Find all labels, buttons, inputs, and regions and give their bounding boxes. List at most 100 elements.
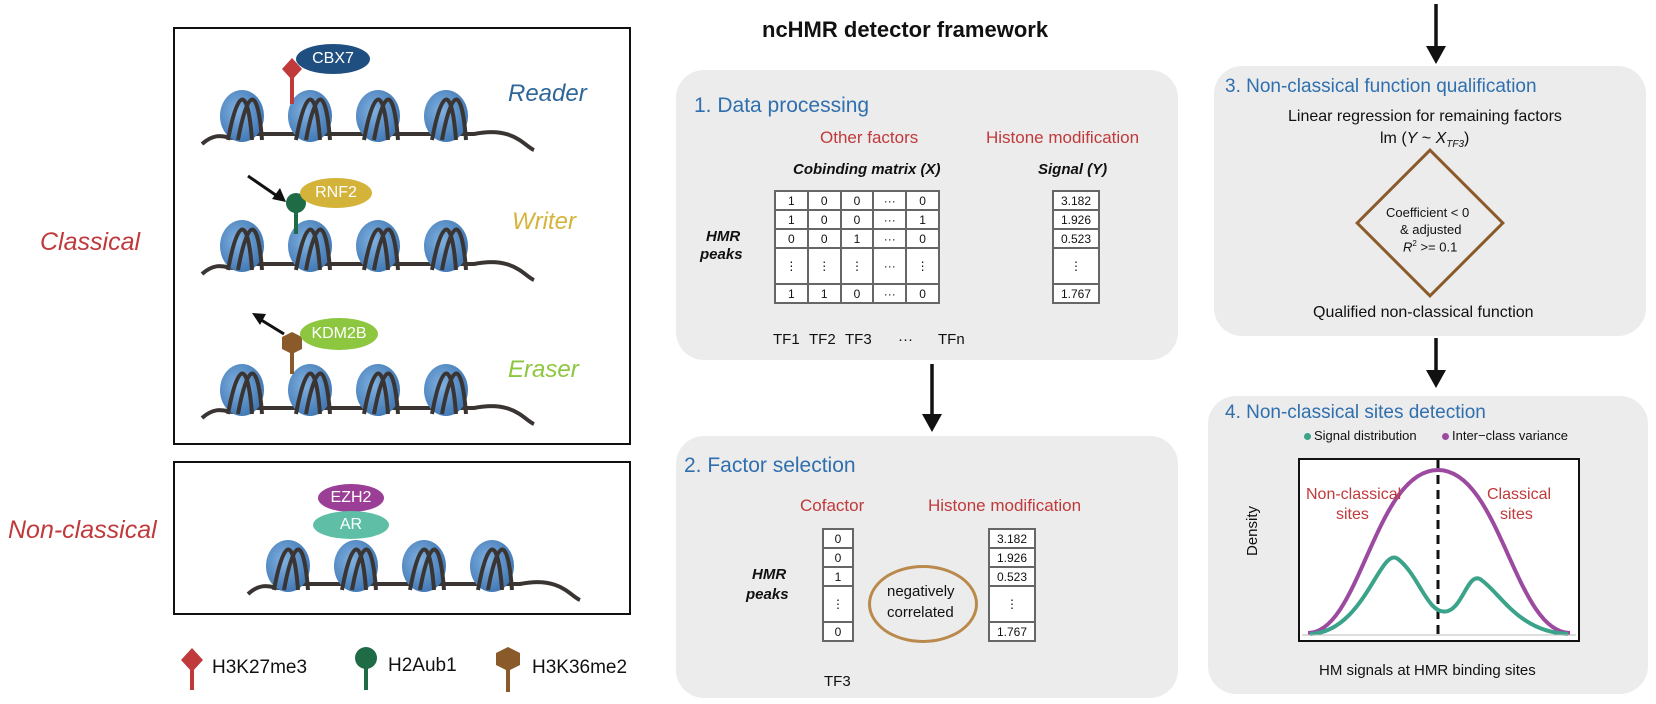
classical-label: Classical (40, 228, 141, 256)
matrix-cell: 1 (806, 283, 842, 304)
matrix-row: 1 (822, 566, 854, 587)
dna-wrap (430, 227, 468, 271)
diamond-line-2: & adjusted (1400, 222, 1462, 237)
matrix-cell: 0 (905, 190, 940, 211)
signal-distribution-legend-dot (1304, 433, 1311, 440)
matrix-row: 0.523 (988, 566, 1036, 587)
matrix-row: ⋮ (822, 585, 854, 623)
matrix-cell: 1 (822, 566, 854, 587)
negatively-correlated-ellipse (868, 565, 978, 643)
dna-wrap (226, 227, 264, 271)
formula-x: X (1435, 130, 1447, 147)
tf2-col-label: TF2 (809, 331, 836, 348)
dna-strand (200, 130, 535, 152)
matrix-row: 1.767 (988, 621, 1036, 642)
tf3-label: TF3 (824, 673, 851, 690)
writer-chromatin-fiber (200, 220, 535, 282)
rnf2-protein: RNF2 (300, 178, 372, 208)
legend-h3k27me3-label: H3K27me3 (212, 657, 308, 678)
dna-strand (200, 404, 535, 426)
matrix-row: ⋮ (1052, 247, 1100, 285)
inter-class-variance-legend-dot (1442, 433, 1449, 440)
legend-hexagon-marker-icon (496, 647, 520, 671)
matrix-cell: ··· (872, 190, 908, 211)
matrix-cell: 0 (839, 283, 875, 304)
inter-class-variance-curve (1307, 467, 1571, 635)
dna-wrap (362, 227, 400, 271)
classical-box (173, 27, 631, 445)
matrix-row: ⋮ (988, 585, 1036, 623)
tf3-col-label: TF3 (845, 331, 872, 348)
writer-arrow-line (247, 174, 281, 200)
matrix-row: 0 (822, 528, 854, 549)
signal-distribution-legend-label: Signal distribution (1314, 428, 1417, 443)
histone-modification-label-2: Histone modification (928, 496, 1082, 515)
h2aub1-mark-icon (286, 193, 306, 213)
kdm2b-protein: KDM2B (300, 318, 378, 350)
density-axis-label: Density (1244, 505, 1261, 556)
dna-wrap (272, 547, 310, 591)
arrow-1-to-2-head (922, 414, 942, 432)
eraser-label: Eraser (508, 356, 579, 383)
matrix-cell: 1.767 (988, 621, 1036, 642)
matrix-cell: 1 (905, 209, 940, 230)
nonclassical-sites-label-2: sites (1336, 506, 1369, 523)
dna-wrap (362, 97, 400, 141)
classical-sites-label-1: Classical (1487, 486, 1552, 503)
arrow-3-to-4-head (1426, 370, 1446, 388)
diamond-r: R (1403, 239, 1413, 255)
matrix-cell: 1 (774, 283, 809, 304)
panel3-title: 3. Non-classical function qualification (1225, 76, 1537, 97)
ellipse-line-1: negatively (887, 583, 955, 600)
nonclassical-chromatin-fiber (246, 540, 581, 602)
matrix-cell: ⋮ (839, 247, 875, 285)
matrix-row: 1.767 (1052, 283, 1100, 304)
matrix-cell: 0 (806, 228, 842, 249)
matrix-row: 0 (822, 547, 854, 568)
diamond-line-3: R2 >= 0.1 (1403, 239, 1457, 254)
dots-col-label: ··· (898, 331, 913, 348)
matrix-cell: 1.767 (1052, 283, 1100, 304)
matrix-cell: 1.926 (1052, 209, 1100, 230)
matrix-row: 0.523 (1052, 228, 1100, 249)
hm-signals-axis-label: HM signals at HMR binding sites (1319, 662, 1536, 679)
nonclassical-label: Non-classical (8, 516, 157, 544)
matrix-cell: ⋮ (988, 585, 1036, 623)
arrow-top-to-3-head (1426, 46, 1446, 64)
cbx7-protein: CBX7 (296, 44, 370, 74)
formula-tilde: ~ (1417, 130, 1436, 147)
tfn-col-label: TFn (938, 331, 965, 348)
dna-wrap (476, 547, 514, 591)
matrix-cell: 3.182 (1052, 190, 1100, 211)
matrix-cell: 0 (806, 190, 842, 211)
dna-wrap (294, 97, 332, 141)
matrix-cell: 0 (822, 547, 854, 568)
inter-class-variance-legend-label: Inter−class variance (1452, 428, 1568, 443)
h3k36me2-mark-icon (282, 332, 302, 354)
matrix-cell: ··· (872, 283, 908, 304)
qualified-result-label: Qualified non-classical function (1313, 304, 1534, 321)
diamond-sup: 2 (1412, 239, 1417, 248)
tf1-col-label: TF1 (773, 331, 800, 348)
matrix-row: 1.926 (988, 547, 1036, 568)
formula-suffix: ) (1464, 130, 1470, 147)
matrix-cell: 0 (822, 621, 854, 642)
dna-wrap (430, 371, 468, 415)
matrix-cell: 0.523 (988, 566, 1036, 587)
reader-chromatin-fiber (200, 90, 535, 152)
matrix-cell: 0 (806, 209, 842, 230)
legend-h3k36me2-label: H3K36me2 (532, 657, 628, 678)
matrix-row: ⋮⋮⋮···⋮ (774, 247, 940, 285)
cobinding-matrix-label: Cobinding matrix (X) (793, 161, 941, 178)
matrix-cell: 1 (839, 228, 875, 249)
peaks-label-1: peaks (700, 246, 743, 263)
panel2-title: 2. Factor selection (684, 454, 856, 477)
legend-h2aub1-label: H2Aub1 (388, 655, 457, 676)
dna-wrap (340, 547, 378, 591)
legend-circle-marker-icon (355, 647, 377, 669)
